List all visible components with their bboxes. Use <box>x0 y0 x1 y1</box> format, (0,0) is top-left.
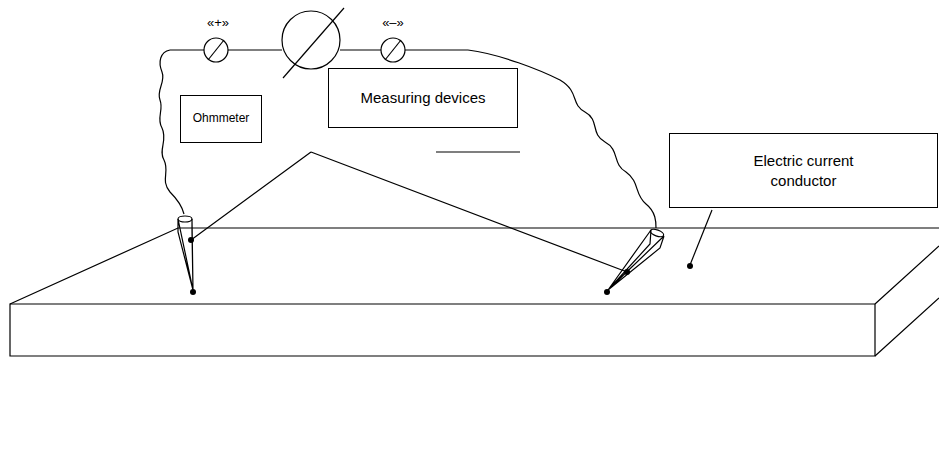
conductor-front-face <box>10 304 875 356</box>
terminal-slash <box>208 40 224 60</box>
callout-text: Electric current conductor <box>719 151 889 190</box>
conductor-side-face <box>875 246 939 356</box>
terminal-minus <box>381 38 405 62</box>
probe-top <box>178 216 192 222</box>
terminal-sign: «+» <box>207 15 229 30</box>
callout-text: Measuring devices <box>360 88 485 108</box>
probe-top <box>649 228 664 238</box>
leader-line <box>191 152 627 272</box>
terminal-slash <box>385 40 401 60</box>
callout-box: Measuring devices <box>328 68 518 128</box>
leader-dot <box>624 269 630 275</box>
terminal-plus <box>204 38 228 62</box>
contact-dot <box>687 263 693 269</box>
probe-body <box>178 219 193 290</box>
terminal-sign: «–» <box>382 15 404 30</box>
meter-dial <box>282 11 340 69</box>
callout-box: Electric current conductor <box>669 133 938 208</box>
callout-text: Ohmmeter <box>193 111 250 127</box>
leader-dot <box>188 237 194 243</box>
probe-body <box>608 230 664 290</box>
conductor-top-face <box>10 228 939 304</box>
wire <box>170 49 468 50</box>
leader-line <box>690 210 712 265</box>
contact-dot <box>604 289 610 295</box>
contact-dot <box>190 289 196 295</box>
callout-box: Ohmmeter <box>180 95 262 143</box>
